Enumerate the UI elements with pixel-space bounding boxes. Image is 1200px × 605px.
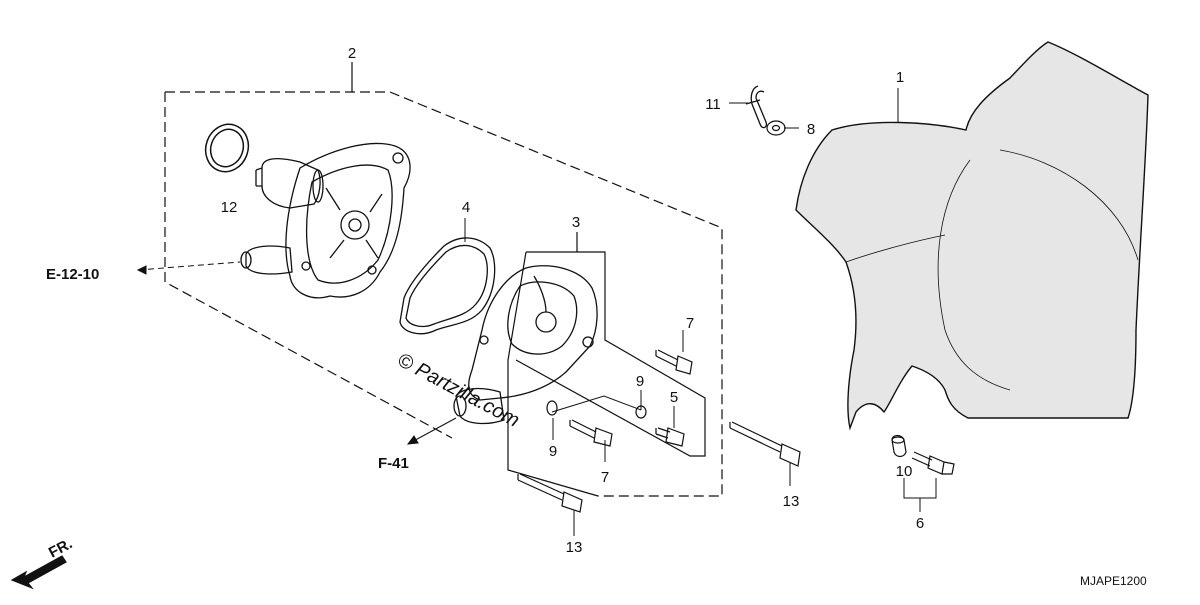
bolt-part-13-lower[interactable] <box>517 473 583 513</box>
pump-cover-part-3[interactable] <box>453 265 598 425</box>
part-label-8[interactable]: 8 <box>807 121 815 138</box>
part-label-1[interactable]: 1 <box>896 69 904 86</box>
part-label-10[interactable]: 10 <box>896 463 913 480</box>
water-pump-part-2[interactable] <box>240 142 411 299</box>
part-label-12[interactable]: 12 <box>221 199 238 216</box>
part-label-6[interactable]: 6 <box>916 515 924 532</box>
diagram-code: MJAPE1200 <box>1080 574 1147 588</box>
bolt-part-13-right[interactable] <box>729 421 801 467</box>
reference-arrows <box>136 261 457 445</box>
bolt-part-7-lower[interactable] <box>569 419 613 447</box>
part-label-7-lower[interactable]: 7 <box>601 469 609 486</box>
grommet-part-10[interactable] <box>891 434 907 458</box>
part-label-4[interactable]: 4 <box>462 199 470 216</box>
gasket-part-4[interactable] <box>399 237 496 335</box>
clip-part-11[interactable] <box>745 85 768 129</box>
front-label: FR. <box>46 535 75 561</box>
part-labels: 1 2 3 4 5 6 7 7 8 9 9 10 11 12 13 13 <box>221 45 925 556</box>
o-ring-part-12[interactable] <box>199 118 255 177</box>
part-label-7-upper[interactable]: 7 <box>686 315 694 332</box>
leader-lines <box>464 88 937 536</box>
cover-part-1[interactable] <box>795 41 1149 431</box>
part-label-5[interactable]: 5 <box>670 389 678 406</box>
washer-part-9-lower[interactable] <box>546 400 558 416</box>
washer-part-8[interactable] <box>766 120 786 136</box>
washer-part-9-upper[interactable] <box>635 405 647 419</box>
front-direction-arrow <box>10 555 67 590</box>
reference-e-12-10[interactable]: E-12-10 <box>46 266 99 283</box>
watermark: © Partzilla.com <box>394 349 523 432</box>
bolt-part-6[interactable] <box>911 451 955 475</box>
assembly-outline-2 <box>164 62 723 497</box>
assembly-outline-3 <box>507 232 706 497</box>
part-label-13-lower[interactable]: 13 <box>566 539 583 556</box>
part-label-11[interactable]: 11 <box>705 96 721 113</box>
part-label-3[interactable]: 3 <box>572 214 580 231</box>
part-label-9-lower[interactable]: 9 <box>549 443 557 460</box>
bolt-part-7-upper[interactable] <box>655 349 693 375</box>
part-label-9-upper[interactable]: 9 <box>636 373 644 390</box>
part-label-13-right[interactable]: 13 <box>783 493 800 510</box>
reference-f-41[interactable]: F-41 <box>378 455 409 472</box>
part-label-2[interactable]: 2 <box>348 45 356 62</box>
bolt-part-5[interactable] <box>655 427 685 447</box>
